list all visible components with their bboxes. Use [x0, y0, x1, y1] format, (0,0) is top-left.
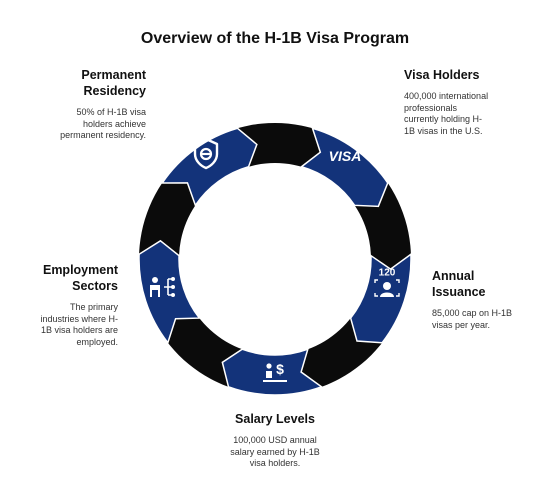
visa-icon-text: VISA	[329, 148, 362, 164]
page-title: Overview of the H-1B Visa Program	[140, 30, 410, 47]
segment-visa-holders	[299, 127, 389, 208]
salary-scale-icon: $	[263, 361, 287, 382]
heading-permanent-residency: Permanent Residency	[81, 68, 146, 98]
segment-icons: VISA 120 $	[150, 137, 400, 382]
counter-person-icon: 120	[374, 268, 400, 297]
label-permanent-residency: Permanent Residency 50% of H-1B visa hol…	[58, 67, 146, 142]
visa-card-icon: VISA	[329, 148, 362, 164]
heading-employment-sectors: Employment Sectors	[42, 263, 118, 293]
desc-visa-holders: 400,000 international professionals curr…	[404, 91, 489, 136]
label-salary-levels: Salary Levels 100,000 USD annual salary …	[215, 411, 335, 470]
label-annual-issuance: Annual Issuance 85,000 cap on H-1B visas…	[432, 268, 524, 331]
desc-permanent-residency: 50% of H-1B visa holders achieve permane…	[60, 107, 146, 140]
segment-employment-sectors	[138, 239, 201, 345]
desc-employment-sectors: The primary industries where H-1B visa h…	[40, 302, 118, 347]
segment-annual-issuance	[349, 252, 412, 344]
label-visa-holders: Visa Holders 400,000 international profe…	[404, 67, 492, 137]
desc-salary-levels: 100,000 USD annual salary earned by H-1B…	[230, 435, 320, 468]
org-person-icon	[150, 277, 175, 297]
shield-icon	[193, 137, 219, 170]
heading-visa-holders: Visa Holders	[404, 68, 480, 82]
desc-annual-issuance: 85,000 cap on H-1B visas per year.	[432, 308, 513, 330]
heading-annual-issuance: Annual Issuance	[432, 269, 486, 299]
counter-icon-text: 120	[379, 268, 396, 279]
salary-icon-text: $	[276, 361, 284, 377]
label-employment-sectors: Employment Sectors The primary industrie…	[30, 262, 118, 348]
heading-salary-levels: Salary Levels	[235, 412, 315, 426]
